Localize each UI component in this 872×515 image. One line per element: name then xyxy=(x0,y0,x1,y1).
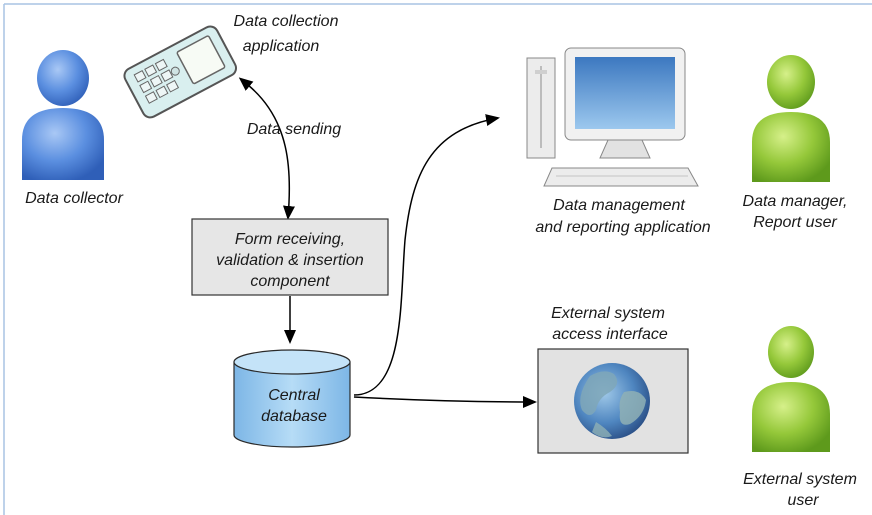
dm-app-label-line2: and reporting application xyxy=(535,219,710,236)
data-manager-label-line1: Data manager, xyxy=(743,193,848,210)
mobile-phone-icon xyxy=(123,25,238,119)
form-receiving-label-line2: validation & insertion xyxy=(216,252,364,269)
database-to-dm-app-arrow xyxy=(353,114,500,396)
data-sending-arrow xyxy=(238,77,295,220)
form-receiving-label-line3: component xyxy=(250,273,330,290)
database-to-interface-arrow xyxy=(353,395,537,408)
person-icon xyxy=(752,55,830,182)
ext-user-label-line2: user xyxy=(787,492,819,509)
database-icon xyxy=(233,349,351,448)
data-collection-app-label-line1: Data collection xyxy=(234,13,339,30)
person-icon xyxy=(752,326,830,452)
dm-app-label-line1: Data management xyxy=(553,197,685,214)
form-receiving-box xyxy=(191,218,389,296)
data-collector-label: Data collector xyxy=(25,190,123,207)
ext-interface-label-line1: External system xyxy=(551,305,665,322)
ext-interface-label-line2: access interface xyxy=(552,326,668,343)
desktop-computer-icon xyxy=(526,47,699,187)
ext-user-label-line1: External system xyxy=(743,471,857,488)
person-icon xyxy=(22,50,104,180)
central-database-label-line1: Central xyxy=(268,387,320,404)
data-sending-label: Data sending xyxy=(247,121,341,138)
central-database-label-line2: database xyxy=(261,408,327,425)
data-manager-label-line2: Report user xyxy=(753,214,837,231)
globe-icon xyxy=(574,363,650,439)
data-collection-app-label-line2: application xyxy=(243,38,320,55)
form-receiving-label-line1: Form receiving, xyxy=(235,231,345,248)
